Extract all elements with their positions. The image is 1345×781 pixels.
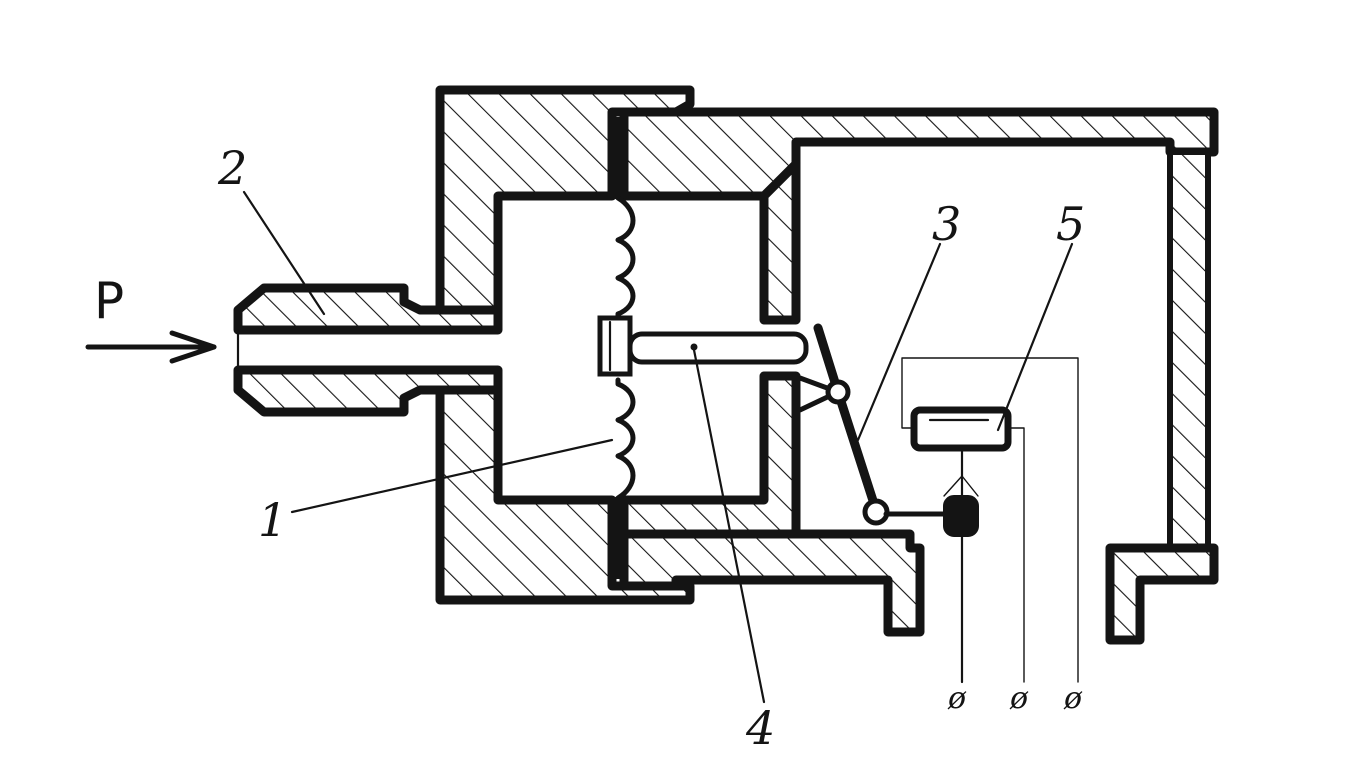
callout-label-1: 1 xyxy=(258,493,287,547)
callout-leaders xyxy=(242,190,1074,704)
callout-label-2: 2 xyxy=(217,141,247,195)
pressure-input-arrow xyxy=(85,330,217,364)
diaphragm xyxy=(615,195,636,501)
terminal-2-label: ø xyxy=(1009,681,1029,716)
callout-label-3: 3 xyxy=(932,197,961,251)
sensor-wiring xyxy=(901,357,1079,684)
pressure-input-label: P xyxy=(94,272,124,330)
push-rod xyxy=(597,315,809,377)
callout-label-4: 4 xyxy=(745,701,775,755)
diaphragm-clamp xyxy=(609,117,627,579)
inlet-fitting xyxy=(233,283,503,417)
callout-label-5: 5 xyxy=(1056,197,1085,251)
terminal-3-label: ø xyxy=(1063,681,1083,716)
sensor-element xyxy=(910,406,1012,452)
terminal-1-label: ø xyxy=(947,681,967,716)
right-body xyxy=(619,107,1219,645)
